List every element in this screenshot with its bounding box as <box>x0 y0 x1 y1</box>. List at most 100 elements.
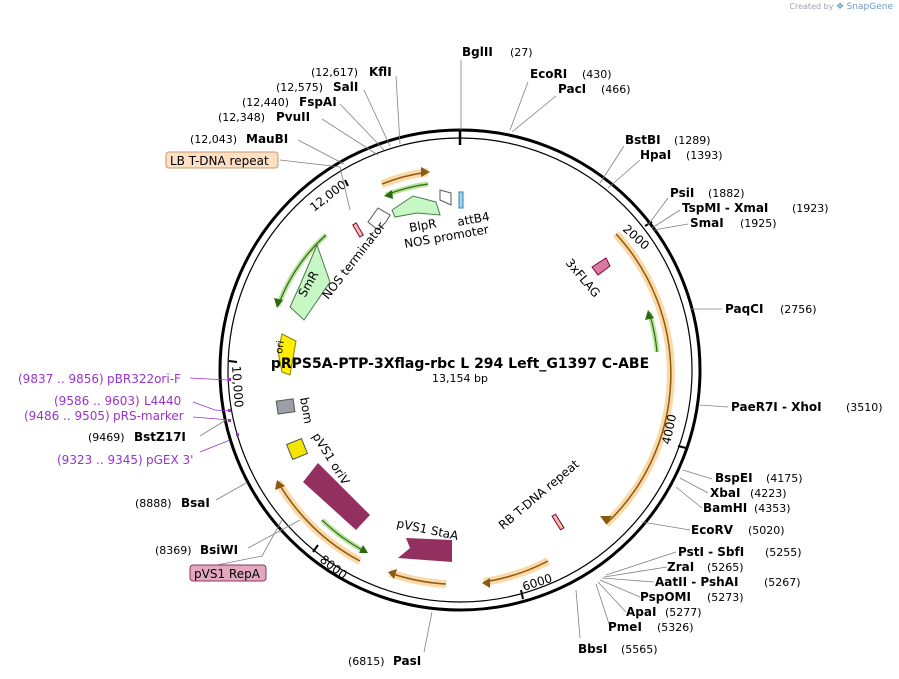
svg-text:(3510): (3510) <box>846 401 883 414</box>
enzyme-xbai: XbaI(4223) <box>710 486 787 500</box>
enzyme-tspmi-xmai: TspMI - XmaI(1923) <box>682 201 829 215</box>
svg-text:EcoRV: EcoRV <box>691 523 734 537</box>
tick-4000: 4000 <box>659 413 687 449</box>
svg-text:(1882): (1882) <box>708 187 745 200</box>
primer-pgex-3: (9323 .. 9345)pGEX 3' <box>57 453 193 467</box>
svg-text:pGEX 3': pGEX 3' <box>146 453 193 467</box>
svg-text:EcoRI: EcoRI <box>530 67 567 81</box>
enzyme-zrai: ZraI(5265) <box>667 560 744 574</box>
svg-text:(12,348): (12,348) <box>218 111 265 124</box>
svg-text:(5277): (5277) <box>665 606 702 619</box>
orf-arc-top <box>380 167 430 188</box>
primer-l4440: (9586 .. 9603)L4440 <box>54 394 181 408</box>
lb-repeat-mark <box>352 222 364 238</box>
svg-text:FspAI: FspAI <box>299 95 337 109</box>
bom-mark <box>275 398 296 415</box>
svg-text:4000: 4000 <box>659 413 679 446</box>
svg-text:(5565): (5565) <box>621 643 658 656</box>
svg-text:(5255): (5255) <box>765 546 802 559</box>
feature-label-blpr: BlpR <box>408 216 438 235</box>
svg-text:BstZ17I: BstZ17I <box>134 430 186 444</box>
enzyme-ecori: EcoRI(430) <box>530 67 612 81</box>
svg-text:BstBI: BstBI <box>625 133 661 147</box>
green-orf-bottom <box>320 518 368 555</box>
svg-text:(12,440): (12,440) <box>242 96 289 109</box>
svg-text:(9323 .. 9345): (9323 .. 9345) <box>57 453 143 467</box>
enzyme-pvuii: (12,348)PvuII <box>218 110 310 124</box>
plasmid-name: pRPS5A-PTP-3Xflag-rbc L 294 Left_G1397 C… <box>271 356 649 372</box>
primer-marks <box>228 378 239 436</box>
enzyme-sali: (12,575) SalI <box>276 80 358 94</box>
enzyme-psii: PsiI (1882) <box>670 186 745 200</box>
svg-text:PasI: PasI <box>393 654 421 668</box>
credit-text: Created by <box>789 2 834 11</box>
svg-text:PaeR7I - XhoI: PaeR7I - XhoI <box>731 400 822 414</box>
boxed-label-pvs1-repa: pVS1 RepA <box>189 564 267 582</box>
enzyme-hpai: HpaI(1393) <box>640 148 723 162</box>
svg-text:(1925): (1925) <box>740 217 777 230</box>
enzyme-bstz17i: (9469)BstZ17I <box>88 430 186 444</box>
svg-text:(1923): (1923) <box>792 202 829 215</box>
credit-brand: SnapGene <box>846 2 893 12</box>
tick-10000: 10,000 <box>228 360 246 408</box>
rb-repeat-mark <box>551 513 565 531</box>
enzyme-bstbi: BstBI (1289) <box>625 133 711 147</box>
enzyme-leaders <box>199 60 729 653</box>
svg-text:XbaI: XbaI <box>710 486 740 500</box>
plasmid-length: 13,154 bp <box>432 372 488 385</box>
orf-arc-bottom <box>482 557 550 588</box>
svg-text:KflI: KflI <box>369 65 392 79</box>
feature-label-attb4: attB4 <box>456 209 491 228</box>
svg-text:(12,617): (12,617) <box>311 66 358 79</box>
orf-arc-large <box>600 231 675 527</box>
svg-text:(4353): (4353) <box>754 502 791 515</box>
enzyme-aatii-pshai: AatII - PshAI(5267) <box>655 575 801 589</box>
svg-text:PstI - SbfI: PstI - SbfI <box>678 545 744 559</box>
enzyme-bglii: BglII(27) <box>462 45 533 59</box>
enzyme-paci: PacI (466) <box>558 82 631 96</box>
svg-text:(1289): (1289) <box>674 134 711 147</box>
svg-text:(12,575): (12,575) <box>276 81 323 94</box>
svg-text:(466): (466) <box>601 83 631 96</box>
smr-arrow <box>289 243 331 321</box>
svg-text:MauBI: MauBI <box>246 132 288 146</box>
svg-text:PsiI: PsiI <box>670 186 694 200</box>
enzyme-paer7i-xhoi: PaeR7I - XhoI (3510) <box>731 400 883 414</box>
enzyme-pasi: (6815)PasI <box>348 654 421 668</box>
svg-text:HpaI: HpaI <box>640 148 671 162</box>
svg-text:BbsI: BbsI <box>578 642 607 656</box>
svg-text:PacI: PacI <box>558 82 586 96</box>
orf-arc-left-bottom <box>274 479 362 565</box>
nos-terminator-arrow <box>367 207 391 231</box>
enzyme-bamhi: BamHI (4353) <box>703 501 791 515</box>
svg-text:(12,043): (12,043) <box>190 133 237 146</box>
svg-text:(27): (27) <box>510 46 533 59</box>
feature-label-nos-terminator: NOS terminator <box>319 219 388 301</box>
orf-arc-bottom-2 <box>388 569 447 588</box>
green-orf-left <box>274 233 328 308</box>
svg-text:(9837 .. 9856): (9837 .. 9856) <box>18 372 104 386</box>
svg-text:ZraI: ZraI <box>667 560 694 574</box>
enzyme-psti-sbfi: PstI - SbfI (5255) <box>678 545 802 559</box>
svg-text:SalI: SalI <box>333 80 358 94</box>
svg-text:BsaI: BsaI <box>181 496 210 510</box>
svg-text:BspEI: BspEI <box>715 471 753 485</box>
svg-text:(5273): (5273) <box>707 591 744 604</box>
green-orf-right <box>645 310 660 353</box>
svg-text:(8888): (8888) <box>135 497 172 510</box>
enzyme-bbsi: BbsI (5565) <box>578 642 658 656</box>
svg-text:BamHI: BamHI <box>703 501 747 515</box>
svg-text:(5326): (5326) <box>657 621 694 634</box>
svg-text:BsiWI: BsiWI <box>200 543 238 557</box>
enzyme-bspei: BspEI(4175) <box>715 471 803 485</box>
boxed-label-lb-t-dna-repeat: LB T-DNA repeat <box>165 151 279 169</box>
svg-text:ApaI: ApaI <box>626 605 656 619</box>
pvs1-oriv-arrow <box>303 463 370 530</box>
svg-text:(8369): (8369) <box>155 544 192 557</box>
svg-text:PspOMI: PspOMI <box>640 590 691 604</box>
svg-text:(2756): (2756) <box>780 303 817 316</box>
svg-text:(5020): (5020) <box>748 524 785 537</box>
enzyme-maubi: (12,043) MauBI <box>190 132 288 146</box>
svg-text:(5267): (5267) <box>764 576 801 589</box>
enzyme-pspomi: PspOMI (5273) <box>640 590 744 604</box>
